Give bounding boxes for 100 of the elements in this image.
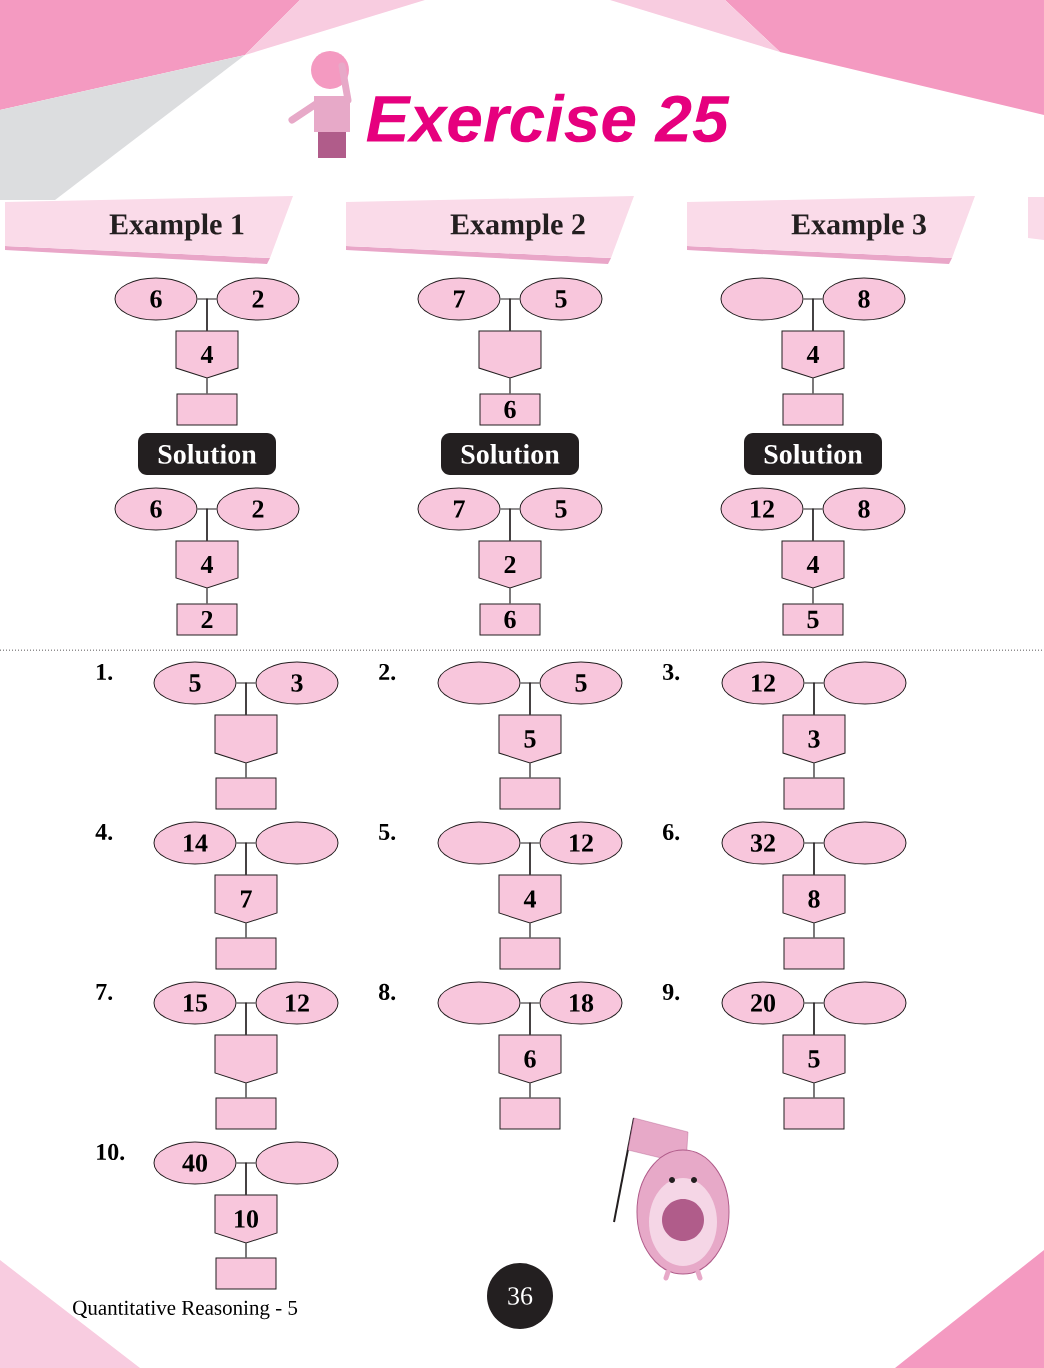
connector-line	[245, 1162, 257, 1196]
question-number: 6.	[663, 823, 680, 841]
connector-line	[813, 1082, 815, 1099]
connector-line	[206, 377, 208, 395]
number-oval	[823, 981, 907, 1025]
connector-line	[509, 377, 511, 395]
number-oval: 20	[721, 981, 805, 1025]
number-oval	[720, 277, 804, 321]
connector-line	[813, 922, 815, 939]
connector-line	[206, 508, 218, 542]
connector-line	[813, 682, 825, 716]
answer-box	[215, 1097, 277, 1130]
answer-box	[176, 393, 238, 426]
number-oval: 2	[216, 487, 300, 531]
pentagon-box: 4	[498, 874, 562, 924]
number-oval: 14	[153, 821, 237, 865]
answer-box: 2	[176, 603, 238, 636]
pentagon-box: 5	[498, 714, 562, 764]
number-oval: 8	[822, 277, 906, 321]
answer-box	[499, 777, 561, 810]
question-number: 8.	[379, 983, 396, 1001]
connector-line	[206, 587, 208, 605]
number-oval: 6	[114, 277, 198, 321]
connector-line	[245, 842, 257, 876]
number-oval	[823, 821, 907, 865]
number-oval: 12	[720, 487, 804, 531]
number-oval	[823, 661, 907, 705]
title-heading: Exercise 25	[366, 93, 730, 143]
number-oval: 5	[539, 661, 623, 705]
number-oval	[255, 821, 339, 865]
question-number: 1.	[97, 663, 113, 681]
pentagon-box: 6	[498, 1034, 562, 1084]
connector-line	[245, 922, 247, 939]
answer-box	[782, 393, 844, 426]
number-oval: 5	[519, 277, 603, 321]
footer-text: Quantitative Reasoning - 5	[73, 1300, 298, 1320]
number-oval: 6	[114, 487, 198, 531]
question-number: 7.	[96, 984, 113, 1001]
pentagon-box	[214, 1034, 278, 1084]
number-oval	[255, 1141, 339, 1185]
answer-box	[499, 1097, 561, 1130]
answer-box: 6	[479, 393, 541, 426]
question-number: 3.	[663, 663, 680, 681]
connector-line	[245, 762, 247, 779]
question-number: 4.	[95, 823, 113, 841]
number-oval	[437, 661, 521, 705]
pentagon-box: 7	[214, 874, 278, 924]
number-oval: 32	[721, 821, 805, 865]
answer-box	[783, 937, 845, 970]
pentagon-box: 8	[782, 874, 846, 924]
connector-line	[509, 508, 521, 542]
number-oval: 12	[721, 661, 805, 705]
example-banner: Example 3	[687, 196, 975, 264]
connector-line	[529, 682, 541, 716]
pentagon-box: 5	[782, 1034, 846, 1084]
question-number: 9.	[662, 983, 680, 1001]
solution-badge: Solution	[744, 433, 882, 475]
answer-box: 5	[782, 603, 844, 636]
pentagon-box	[214, 714, 278, 764]
number-oval: 3	[255, 661, 339, 705]
answer-box	[783, 777, 845, 810]
number-oval	[437, 821, 521, 865]
example-banner: Example 2	[346, 196, 634, 264]
number-oval: 12	[539, 821, 623, 865]
number-oval: 15	[153, 981, 237, 1025]
number-oval	[437, 981, 521, 1025]
answer-box: 6	[479, 603, 541, 636]
pentagon-box: 2	[478, 540, 542, 589]
connector-line	[529, 922, 531, 939]
answer-box	[215, 777, 277, 810]
connector-line	[529, 842, 541, 876]
number-oval: 7	[417, 277, 501, 321]
pentagon-box: 4	[781, 330, 845, 379]
connector-line	[245, 1082, 247, 1099]
pentagon-box: 4	[781, 540, 845, 589]
number-oval: 2	[216, 277, 300, 321]
pentagon-box: 4	[175, 540, 239, 589]
question-number: 2.	[379, 663, 396, 681]
connector-line	[206, 298, 218, 332]
connector-line	[812, 377, 814, 395]
number-oval: 8	[822, 487, 906, 531]
connector-line	[245, 1002, 257, 1036]
answer-box	[783, 1097, 845, 1130]
connector-line	[509, 587, 511, 605]
connector-line	[813, 762, 815, 779]
connector-line	[812, 587, 814, 605]
pentagon-box: 4	[175, 330, 239, 379]
answer-box	[499, 937, 561, 970]
connector-line	[529, 1082, 531, 1099]
answer-box	[215, 1257, 277, 1290]
number-oval: 40	[153, 1141, 237, 1185]
connector-line	[529, 1002, 541, 1036]
pentagon-box	[478, 330, 542, 379]
connector-line	[245, 682, 257, 716]
answer-box	[215, 937, 277, 970]
connector-line	[529, 762, 531, 779]
solution-badge: Solution	[138, 433, 276, 475]
number-oval: 7	[417, 487, 501, 531]
pentagon-box: 3	[782, 714, 846, 764]
question-number: 5.	[379, 824, 396, 841]
